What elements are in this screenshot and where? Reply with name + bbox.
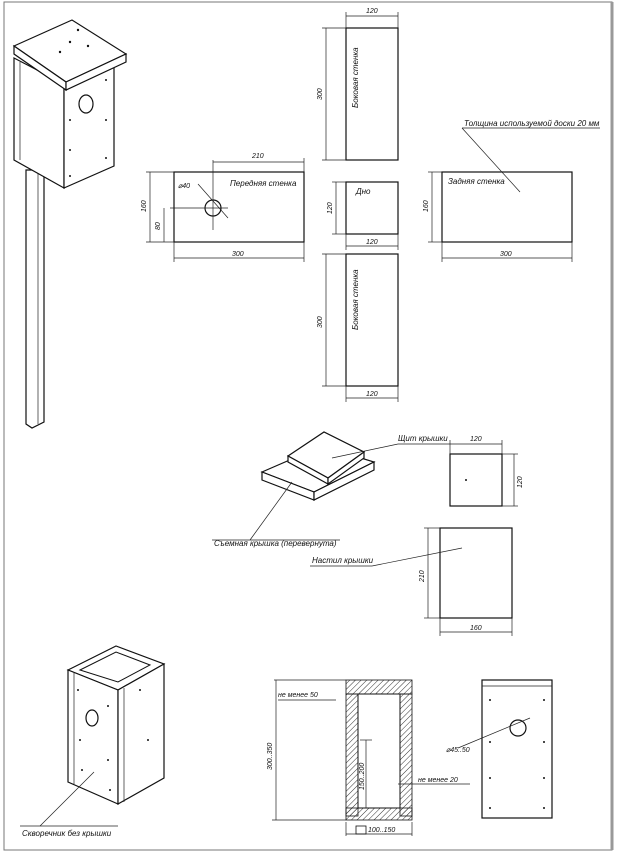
dim-front-160: 160 — [141, 200, 148, 212]
birdhouse-without-lid: Скворечник без крышки — [20, 645, 166, 838]
section-view: не менее 50 300..350 150..200 не менее 2… — [267, 679, 470, 836]
roof-shield-label: Щит крышки — [398, 434, 448, 443]
front-wall-label: Передняя стенка — [230, 179, 297, 188]
side-wall-top-part: Боковая стенка 120 300 — [317, 8, 399, 161]
dim-section-min20: не менее 20 — [418, 777, 458, 784]
dim-back-300: 300 — [500, 251, 512, 258]
lid-deck-part: Настил крышки 210 160 — [310, 527, 513, 636]
dim-bottom-width: 120 — [366, 239, 378, 246]
dim-section-min50: не менее 50 — [278, 692, 318, 699]
dim-side-top-width: 120 — [366, 8, 378, 15]
dim-side-top-height: 300 — [317, 88, 324, 100]
dim-deck-210: 210 — [419, 570, 426, 583]
bottom-label: Дно — [355, 187, 371, 196]
dim-front-view-hole: ⌀45..50 — [446, 747, 470, 754]
dim-front-300: 300 — [232, 251, 244, 258]
dim-shield-height: 120 — [517, 476, 524, 488]
dim-section-bottom: 100..150 — [368, 827, 395, 834]
side-wall-top-label: Боковая стенка — [351, 47, 360, 108]
board-thickness-note: Толщина используемой доски 20 мм — [464, 119, 600, 128]
removable-lid-label: Съемная крышка (перевернута) — [214, 539, 337, 548]
back-wall-label: Задняя стенка — [448, 177, 505, 186]
assembled-birdhouse-on-post — [12, 19, 128, 429]
front-wall-part: ⌀40 Передняя стенка 210 160 80 300 — [141, 153, 305, 262]
bottom-part: Дно 120 120 — [327, 181, 399, 250]
dim-section-150-200: 150..200 — [359, 763, 366, 790]
side-wall-bottom-part: Боковая стенка 300 120 — [317, 253, 399, 402]
dim-front-hole: ⌀40 — [178, 183, 190, 190]
dim-back-160: 160 — [423, 200, 430, 212]
frame-no-lid-label: Скворечник без крышки — [22, 829, 112, 838]
dim-side-bottom-width: 120 — [366, 391, 378, 398]
dim-deck-160: 160 — [470, 625, 482, 632]
roof-shield-part: 120 120 — [449, 436, 524, 507]
removable-lid-assembly: Щит крышки Съемная крышка (перевернута) — [212, 431, 450, 548]
dim-side-bottom-height: 300 — [317, 316, 324, 328]
dim-section-300-350: 300..350 — [267, 743, 274, 770]
dim-bottom-height: 120 — [327, 202, 334, 214]
side-wall-bottom-label: Боковая стенка — [351, 269, 360, 330]
back-wall-part: Задняя стенка Толщина используемой доски… — [423, 119, 600, 262]
dim-shield-width: 120 — [470, 436, 482, 443]
lid-deck-label: Настил крышки — [312, 556, 374, 565]
dim-front-80: 80 — [155, 222, 162, 230]
dim-front-210: 210 — [251, 153, 264, 160]
front-view: ⌀45..50 — [446, 679, 553, 819]
